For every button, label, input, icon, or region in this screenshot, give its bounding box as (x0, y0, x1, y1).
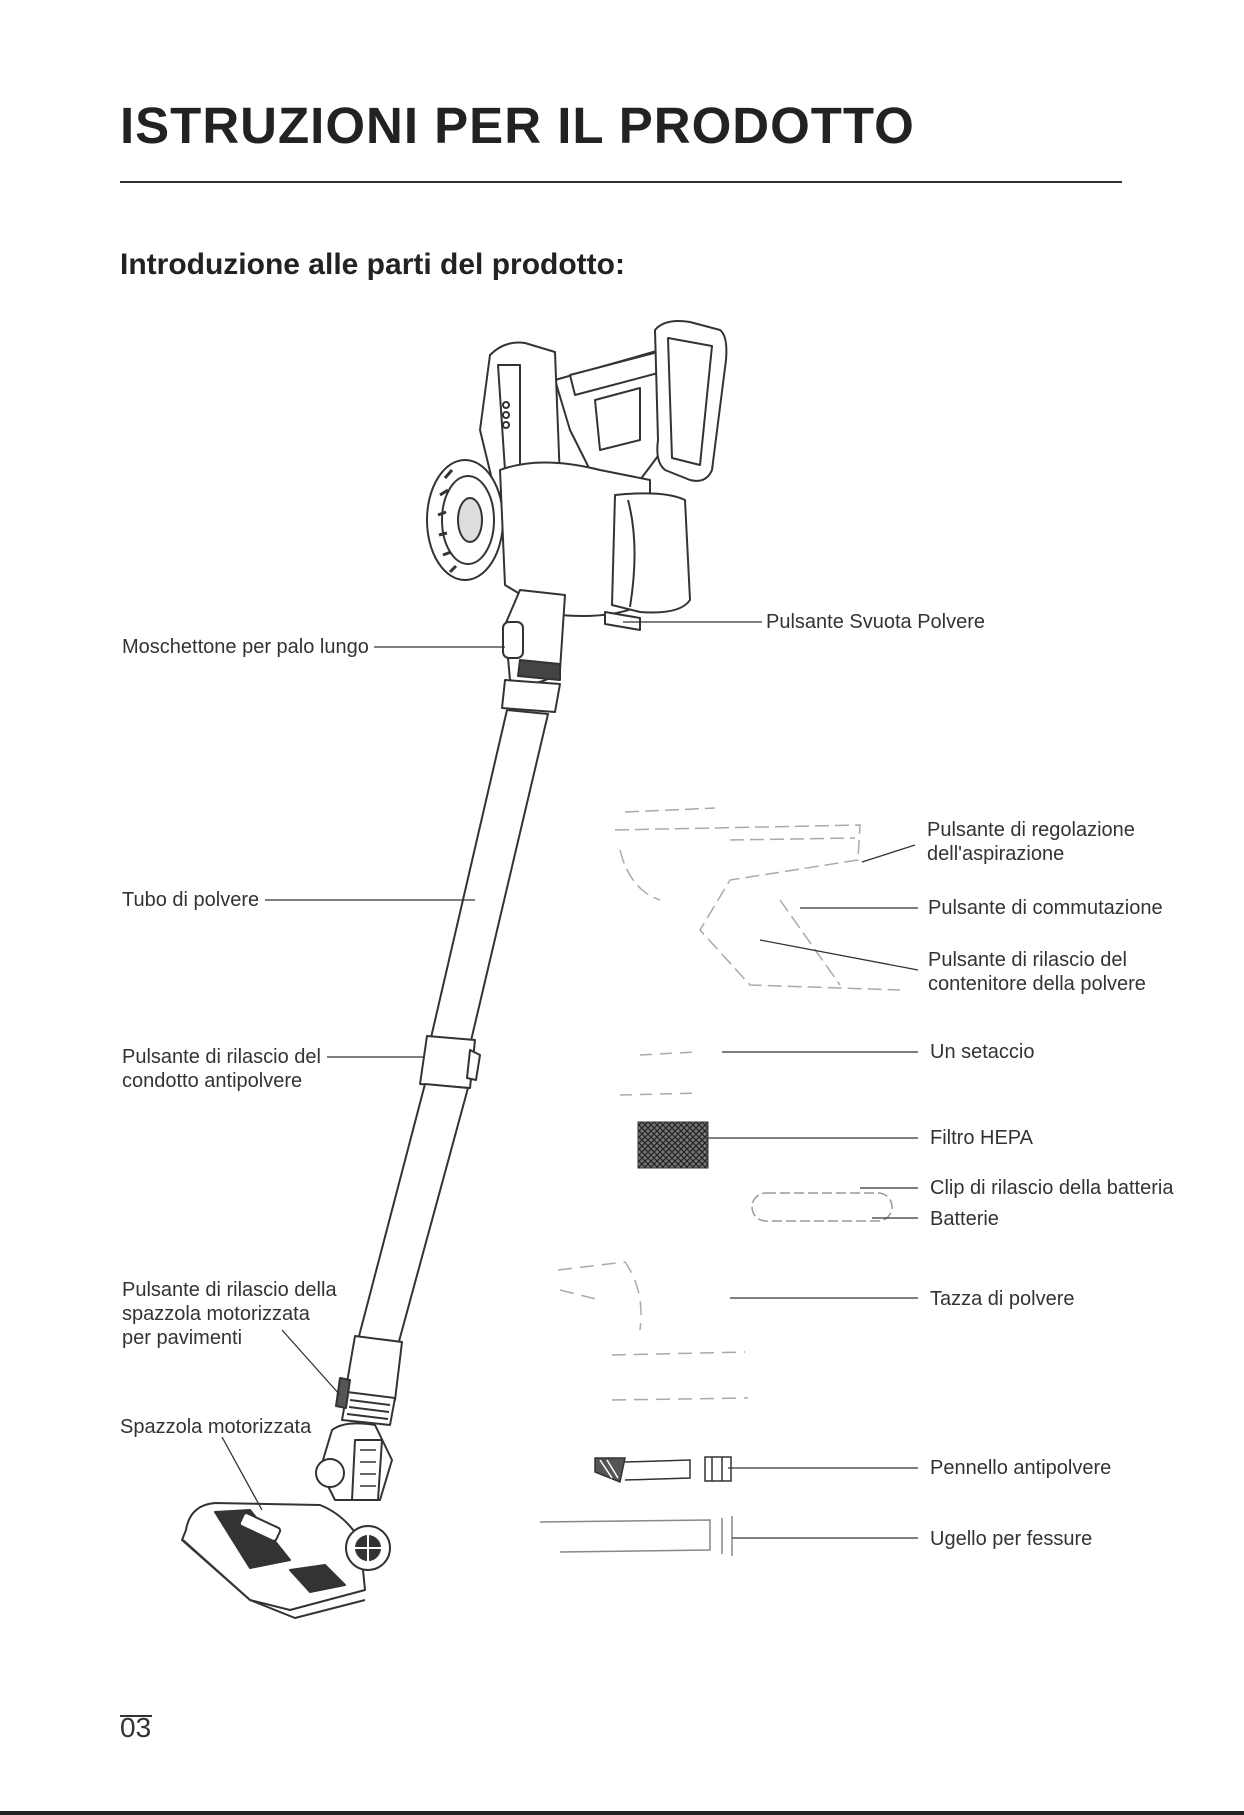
label-line: Pulsante di rilascio del (122, 1046, 321, 1068)
label-motor-brush: Spazzola motorizzata (120, 1416, 312, 1438)
label-dust-tube: Tubo di polvere (122, 889, 260, 911)
label-suction-adjust-button: Pulsante di regolazione dell'aspirazione (927, 818, 1135, 866)
bottom-edge-rule (0, 1811, 1244, 1815)
hepa-filter-illustration (637, 1121, 709, 1169)
label-carabiner: Moschettone per palo lungo (122, 636, 369, 658)
sieve-detail (619, 1051, 701, 1096)
label-battery-clip: Clip di rilascio della batteria (930, 1177, 1174, 1199)
page-title: ISTRUZIONI PER IL PRODOTTO (120, 97, 915, 154)
label-sieve: Un setaccio (930, 1041, 1035, 1063)
label-batteries: Batterie (930, 1208, 999, 1230)
label-crevice-nozzle: Ugello per fessure (930, 1528, 1093, 1550)
label-line: Pulsante di rilascio del (928, 949, 1127, 971)
label-line: per pavimenti (122, 1327, 243, 1349)
label-container-release-button: Pulsante di rilascio del contenitore del… (928, 948, 1146, 996)
label-empty-dust-button: Pulsante Svuota Polvere (766, 611, 986, 633)
label-hepa-filter: Filtro HEPA (930, 1127, 1033, 1149)
label-line: Pulsante di rilascio della (122, 1279, 337, 1301)
label-switch-button: Pulsante di commutazione (928, 897, 1163, 919)
page-number: 03 (120, 1712, 152, 1743)
dust-cup-detail (557, 1261, 749, 1401)
title-divider (120, 181, 1122, 183)
handle-detail (614, 807, 901, 991)
label-line: contenitore della polvere (928, 973, 1146, 995)
crevice-nozzle-illustration (539, 1516, 733, 1556)
dust-brush-illustration (594, 1456, 732, 1484)
page-number-rule (120, 1715, 152, 1717)
label-line: Pulsante di regolazione (927, 819, 1135, 841)
label-line: dell'aspirazione (927, 843, 1065, 865)
label-dust-brush: Pennello antipolvere (930, 1457, 1112, 1479)
label-line: spazzola motorizzata (122, 1303, 310, 1325)
section-heading: Introduzione alle parti del prodotto: (120, 248, 625, 281)
label-dust-cup: Tazza di polvere (930, 1288, 1075, 1310)
label-duct-release-button: Pulsante di rilascio del condotto antipo… (122, 1045, 321, 1093)
vacuum-illustration (181, 320, 728, 1619)
label-brush-release-button: Pulsante di rilascio della spazzola moto… (122, 1278, 337, 1350)
leader-lines (221, 621, 919, 1539)
battery-detail (751, 1192, 893, 1222)
label-line: condotto antipolvere (122, 1070, 303, 1092)
